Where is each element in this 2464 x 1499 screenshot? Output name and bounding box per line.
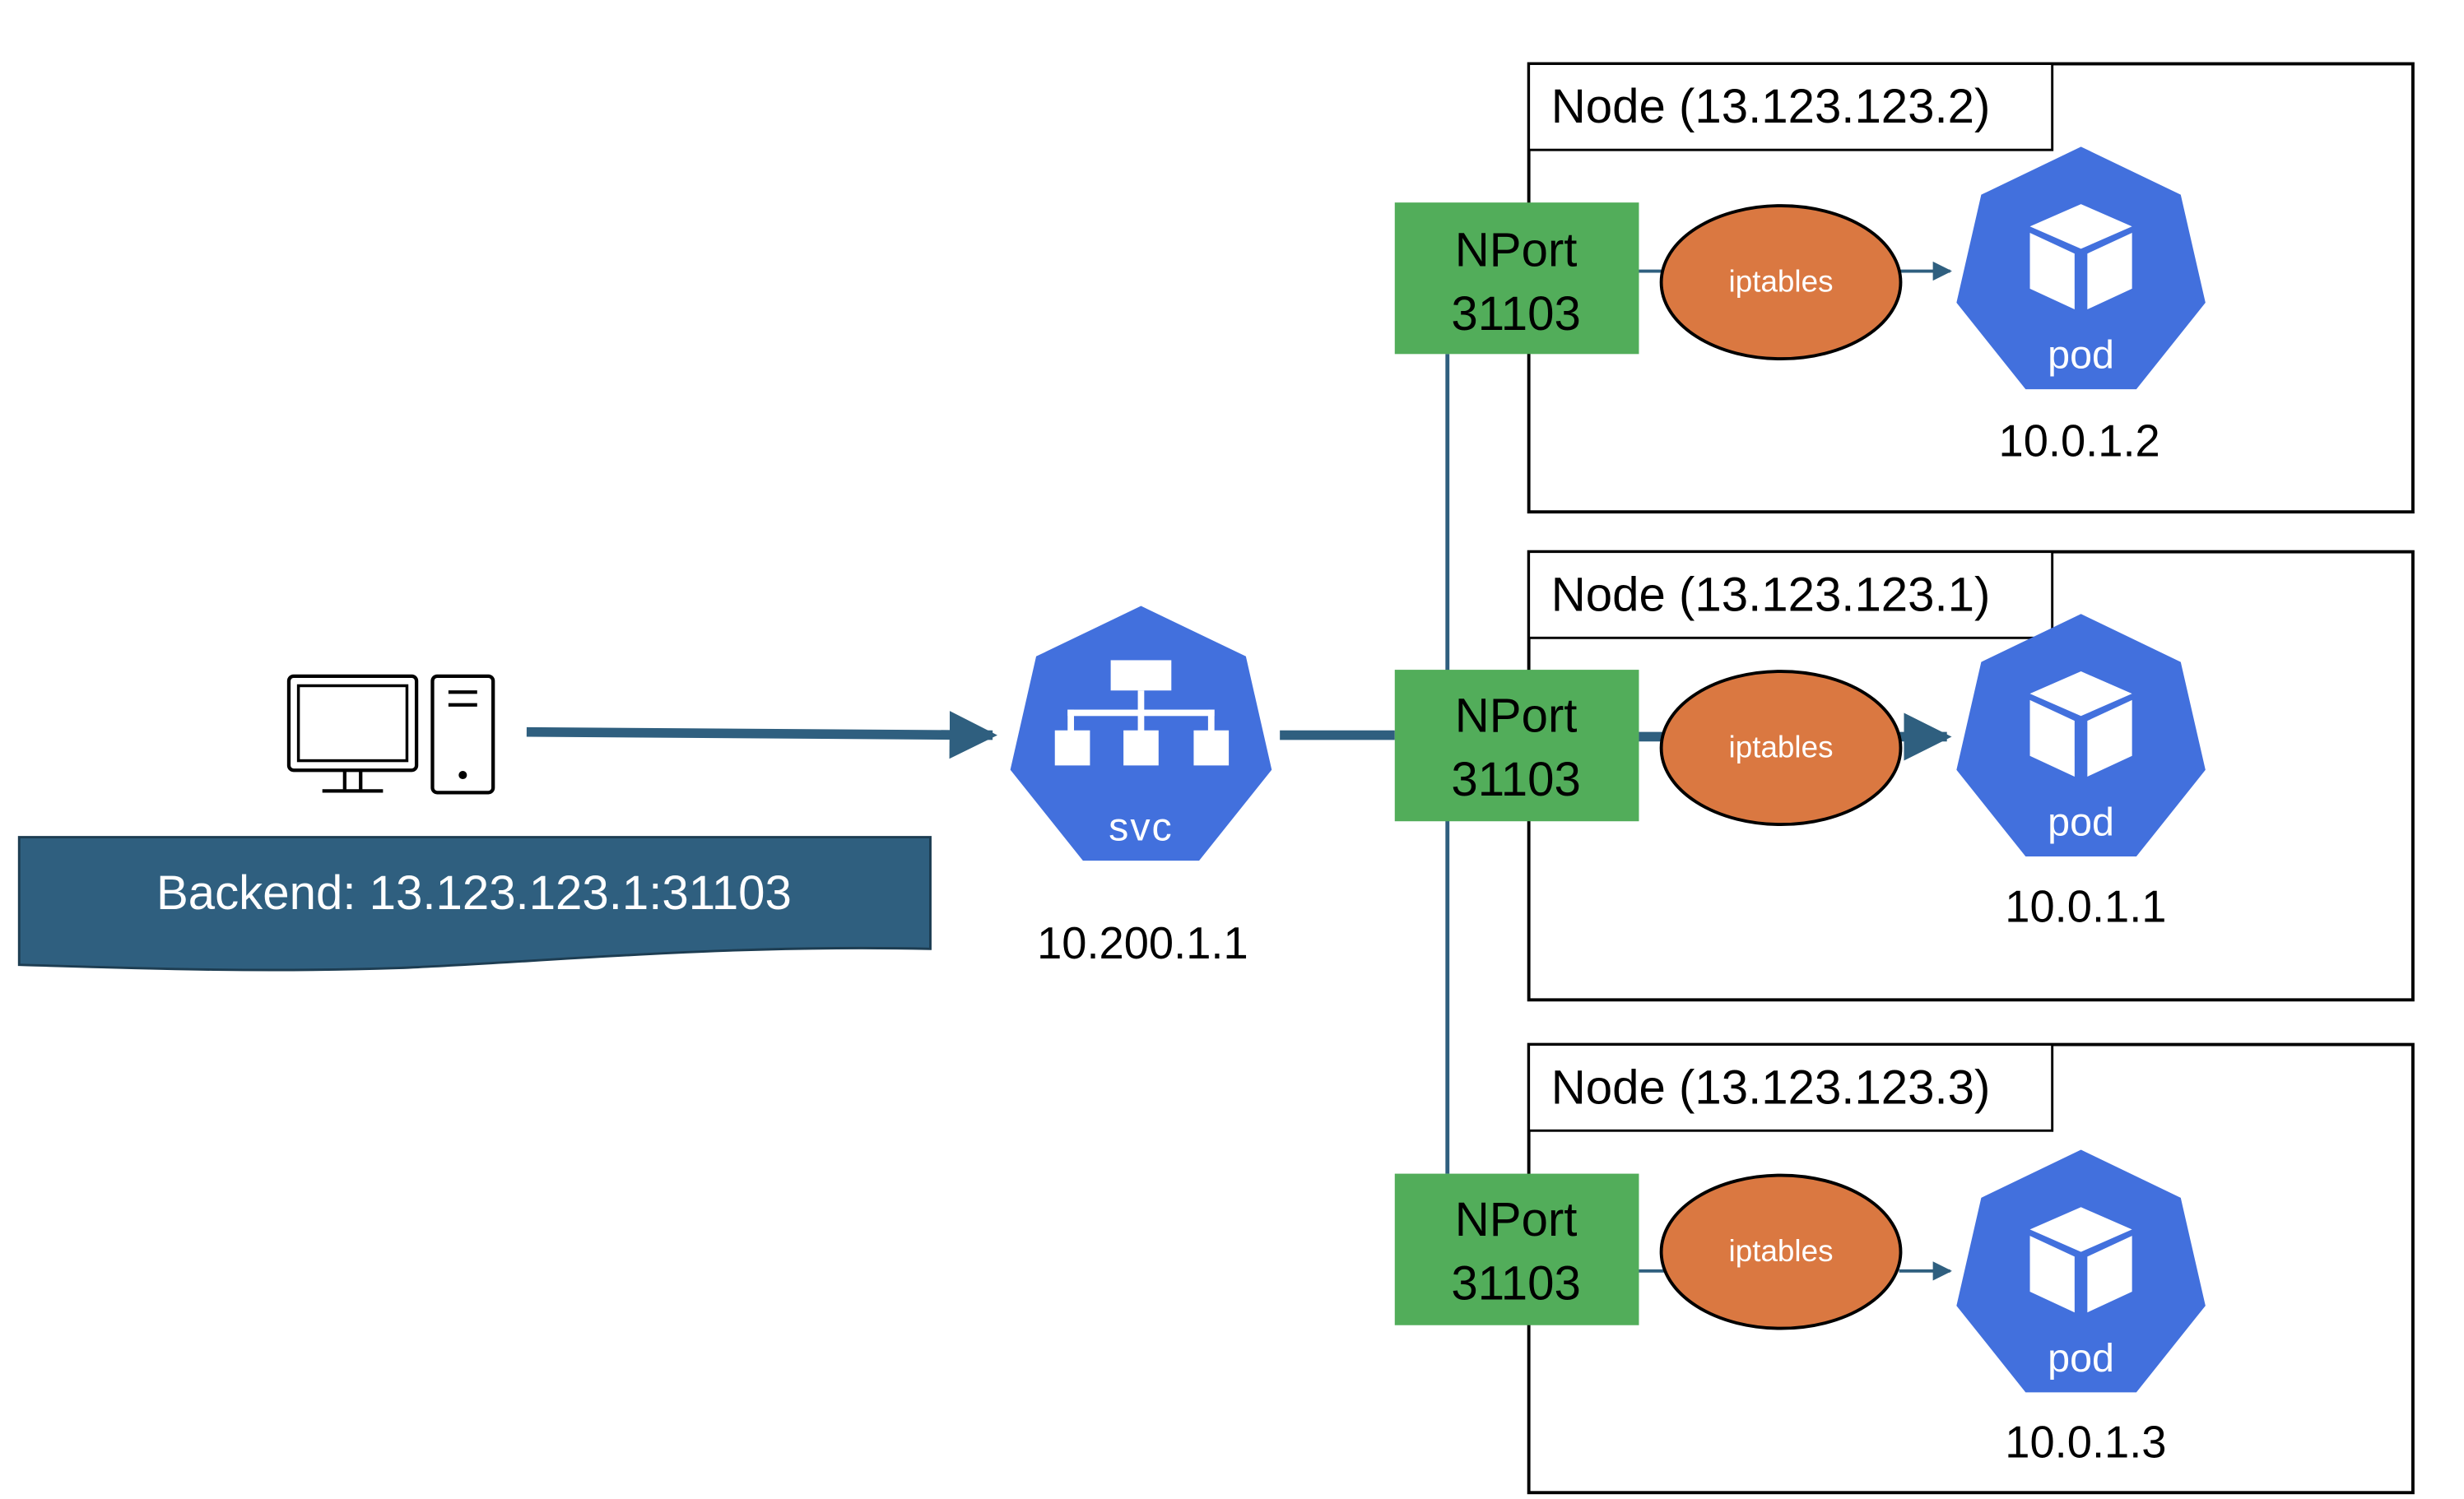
pod-ip: 10.0.1.1 <box>2005 881 2166 931</box>
nport-number: 31103 <box>1451 1257 1580 1311</box>
pod-label: pod <box>2048 801 2114 845</box>
node-title: Node (13.123.123.3) <box>1551 1060 1991 1114</box>
pod-ip: 10.0.1.2 <box>1999 415 2160 466</box>
iptables-ellipse-2: iptables <box>1659 670 1903 827</box>
node-title: Node (13.123.123.2) <box>1551 80 1991 133</box>
desktop-computer-icon <box>286 674 495 795</box>
pod-label: pod <box>2048 1336 2114 1381</box>
client-to-svc-arrow <box>526 711 997 759</box>
pod-ip: 10.0.1.3 <box>2005 1418 2166 1468</box>
svc-node: svc 10.200.1.1 <box>1010 606 1272 968</box>
iptables-label: iptables <box>1729 265 1834 299</box>
backend-banner: Backend: 13.123.123.1:31103 <box>17 836 932 972</box>
iptables-label: iptables <box>1729 1234 1834 1268</box>
backend-label: Backend: 13.123.123.1:31103 <box>156 866 792 920</box>
nport-number: 31103 <box>1451 287 1580 341</box>
nport-label: NPort <box>1455 1193 1578 1246</box>
kubernetes-service-icon <box>1010 606 1272 861</box>
nport-number: 31103 <box>1451 753 1580 806</box>
iptables-ellipse-3: iptables <box>1659 1173 1903 1330</box>
pod-label: pod <box>2048 333 2114 378</box>
svc-ip: 10.200.1.1 <box>1037 918 1248 968</box>
node-title: Node (13.123.123.1) <box>1551 568 1991 621</box>
pod-2: pod 10.0.1.1 <box>1956 614 2206 931</box>
network-tree-icon <box>1054 660 1230 766</box>
iptables-label: iptables <box>1729 731 1834 764</box>
nport-box-2: NPort 31103 <box>1394 670 1639 822</box>
pod-1: pod 10.0.1.2 <box>1956 146 2206 466</box>
pod-3: pod 10.0.1.3 <box>1956 1149 2206 1468</box>
nport-box-1: NPort 31103 <box>1394 202 1639 355</box>
nport-label: NPort <box>1455 689 1578 743</box>
nport-box-3: NPort 31103 <box>1394 1173 1639 1325</box>
nport-label: NPort <box>1455 224 1578 277</box>
svc-label: svc <box>1109 805 1174 849</box>
iptables-ellipse-1: iptables <box>1659 204 1903 361</box>
